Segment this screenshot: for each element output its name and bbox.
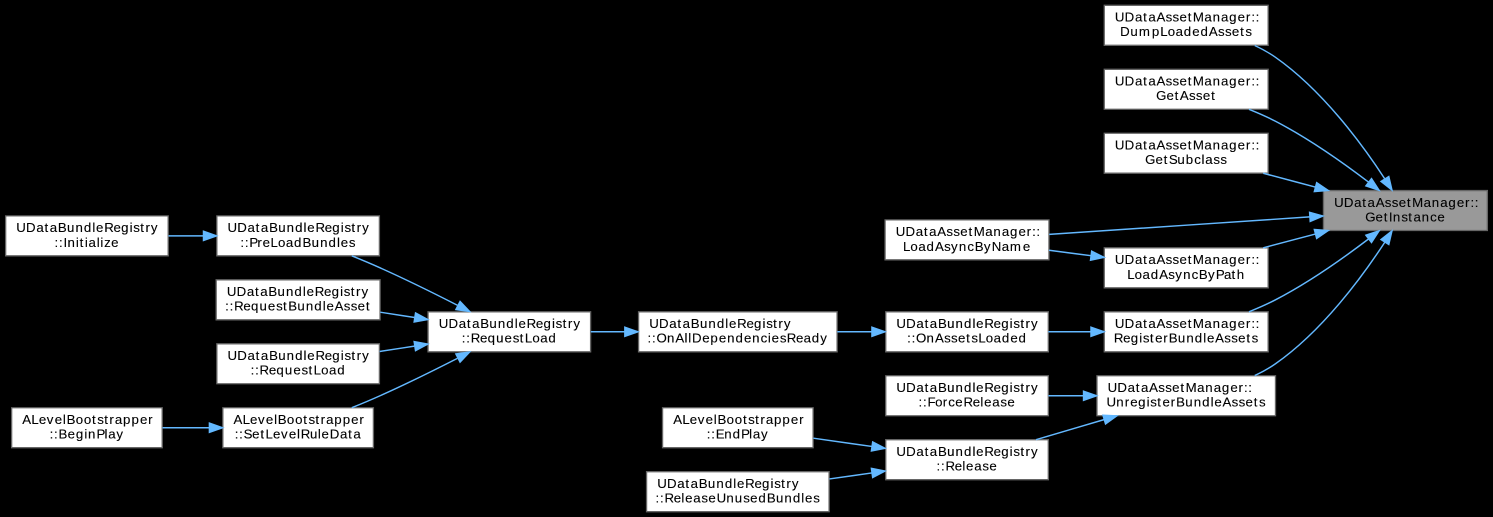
svg-text:RegisterBundleAssets: RegisterBundleAssets (1114, 331, 1259, 346)
svg-text:::Release: ::Release (936, 459, 996, 474)
svg-text:UDataBundleRegistry: UDataBundleRegistry (896, 444, 1038, 459)
svg-text:::SetLevelRuleData: ::SetLevelRuleData (235, 427, 362, 442)
svg-text:::RequestBundleAsset: ::RequestBundleAsset (225, 299, 370, 314)
svg-text:::OnAssetsLoaded: ::OnAssetsLoaded (907, 331, 1026, 346)
svg-text:::Initialize: ::Initialize (55, 235, 119, 250)
svg-text:UDataAssetManager::: UDataAssetManager:: (1108, 380, 1252, 395)
svg-text:UDataAssetManager::: UDataAssetManager:: (1115, 138, 1259, 153)
svg-text:UDataAssetManager::: UDataAssetManager:: (896, 224, 1040, 239)
svg-text:UDataBundleRegistry: UDataBundleRegistry (228, 348, 370, 363)
svg-text:GetAsset: GetAsset (1156, 88, 1215, 103)
svg-text:UDataBundleRegistry: UDataBundleRegistry (657, 476, 799, 491)
svg-text:GetSubclass: GetSubclass (1145, 152, 1227, 167)
svg-text:ALevelBootstrapper: ALevelBootstrapper (22, 412, 153, 427)
svg-text:::OnAllDependenciesReady: ::OnAllDependenciesReady (648, 331, 828, 346)
svg-text:::ForceRelease: ::ForceRelease (918, 395, 1014, 410)
svg-text:::ReleaseUnusedBundles: ::ReleaseUnusedBundles (656, 491, 821, 506)
svg-text:UDataBundleRegistry: UDataBundleRegistry (439, 316, 581, 331)
svg-text:UDataBundleRegistry: UDataBundleRegistry (228, 220, 370, 235)
svg-text:ALevelBootstrapper: ALevelBootstrapper (673, 412, 804, 427)
svg-text:UDataBundleRegistry: UDataBundleRegistry (227, 284, 369, 299)
svg-text:UDataAssetManager::: UDataAssetManager:: (1334, 195, 1478, 210)
svg-text:UDataAssetManager::: UDataAssetManager:: (1115, 252, 1259, 267)
svg-text:::EndPlay: ::EndPlay (707, 427, 768, 442)
svg-text:::RequestLoad: ::RequestLoad (251, 363, 345, 378)
svg-text:UDataAssetManager::: UDataAssetManager:: (1115, 10, 1259, 25)
svg-text:ALevelBootstrapper: ALevelBootstrapper (233, 412, 364, 427)
svg-text:LoadAsyncByPath: LoadAsyncByPath (1127, 267, 1244, 282)
svg-text:LoadAsyncByName: LoadAsyncByName (903, 239, 1030, 254)
svg-text:DumpLoadedAssets: DumpLoadedAssets (1120, 24, 1252, 39)
svg-text:UDataAssetManager::: UDataAssetManager:: (1115, 74, 1259, 89)
svg-text:::PreLoadBundles: ::PreLoadBundles (240, 235, 356, 250)
svg-text:UnregisterBundleAssets: UnregisterBundleAssets (1107, 395, 1266, 410)
svg-text:UDataBundleRegistry: UDataBundleRegistry (16, 220, 158, 235)
svg-text:UDataAssetManager::: UDataAssetManager:: (1115, 316, 1259, 331)
svg-text:UDataBundleRegistry: UDataBundleRegistry (649, 316, 791, 331)
svg-text:::BeginPlay: ::BeginPlay (50, 427, 124, 442)
svg-text:::RequestLoad: ::RequestLoad (462, 331, 556, 346)
svg-text:UDataBundleRegistry: UDataBundleRegistry (896, 316, 1038, 331)
svg-text:GetInstance: GetInstance (1365, 209, 1445, 224)
svg-text:UDataBundleRegistry: UDataBundleRegistry (896, 380, 1038, 395)
